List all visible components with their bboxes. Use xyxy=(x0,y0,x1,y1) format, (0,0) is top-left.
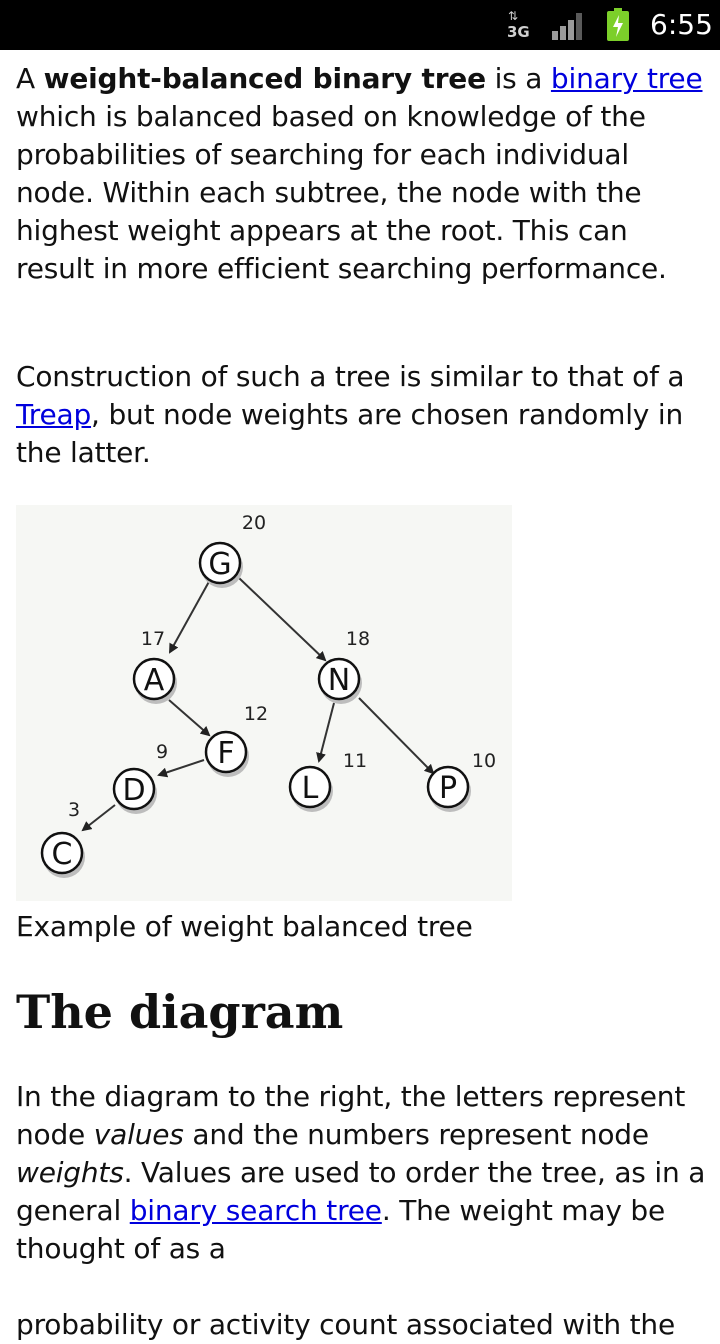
edge-d-c xyxy=(81,804,116,832)
link-binary-search-tree[interactable]: binary search tree xyxy=(129,1194,382,1227)
edge-n-p xyxy=(358,697,435,775)
node-value-label: F xyxy=(217,736,234,771)
tree-node-d: D9 xyxy=(112,741,168,814)
node-circle xyxy=(317,657,361,701)
link-treap[interactable]: Treap xyxy=(16,398,92,431)
tree-node-a: A 17 xyxy=(132,628,177,704)
node-weight-label: 17 xyxy=(141,628,165,650)
node-circle xyxy=(198,541,242,585)
node-weight-label: 9 xyxy=(156,741,168,763)
tree-node-n: N 18 xyxy=(317,628,370,704)
node-weight-label: 12 xyxy=(244,703,268,725)
node-weight-label: 10 xyxy=(472,750,496,772)
node-weight-label: 18 xyxy=(346,628,370,650)
node-circle xyxy=(288,765,332,809)
intro-paragraph: A weight-balanced binary tree is a binar… xyxy=(16,62,703,285)
construction-paragraph: Construction of such a tree is similar t… xyxy=(16,360,685,469)
tree-node-f: F 12 xyxy=(204,703,268,777)
figure-caption: Example of weight balanced tree xyxy=(16,910,473,943)
edge-n-l xyxy=(316,702,335,763)
node-value-label: P xyxy=(439,771,457,806)
edge-f-d xyxy=(157,759,205,778)
link-binary-tree[interactable]: binary tree xyxy=(550,62,703,95)
tree-node-l: L 11 xyxy=(288,750,367,812)
tree-edges xyxy=(81,577,435,832)
node-circle xyxy=(132,657,176,701)
node-value-label: D xyxy=(122,773,145,808)
tree-node-g: G 20 xyxy=(198,512,266,588)
node-circle xyxy=(204,730,248,774)
battery-charging-icon xyxy=(607,8,629,41)
edge-g-n xyxy=(238,577,327,662)
clock: 6:55 xyxy=(650,8,713,41)
node-circle xyxy=(40,831,84,875)
node-value-label: G xyxy=(208,547,231,582)
node-value-label: A xyxy=(144,663,165,698)
node-value-label: C xyxy=(52,837,73,872)
node-circle xyxy=(426,765,470,809)
network-3g-icon: ⇅ 3G xyxy=(507,9,530,41)
status-bar: ⇅ 3G 6:55 xyxy=(0,0,720,50)
bold-term: weight-balanced binary tree xyxy=(43,62,486,95)
node-weight-label: 20 xyxy=(242,512,266,534)
node-circle xyxy=(112,767,156,811)
cut-off-line: probability or activity count associated… xyxy=(16,1308,675,1341)
edge-g-a xyxy=(169,577,212,654)
diagram-paragraph: In the diagram to the right, the letters… xyxy=(16,1080,706,1265)
section-heading: The diagram xyxy=(16,985,344,1039)
node-weight-label: 3 xyxy=(68,799,80,821)
signal-strength-icon xyxy=(552,13,582,40)
tree-node-p: P 10 xyxy=(426,750,496,812)
edge-a-f xyxy=(168,699,211,737)
node-value-label: N xyxy=(328,663,350,698)
tree-node-c: C3 xyxy=(40,799,85,878)
node-value-label: L xyxy=(302,771,319,806)
node-weight-label: 11 xyxy=(343,750,367,772)
